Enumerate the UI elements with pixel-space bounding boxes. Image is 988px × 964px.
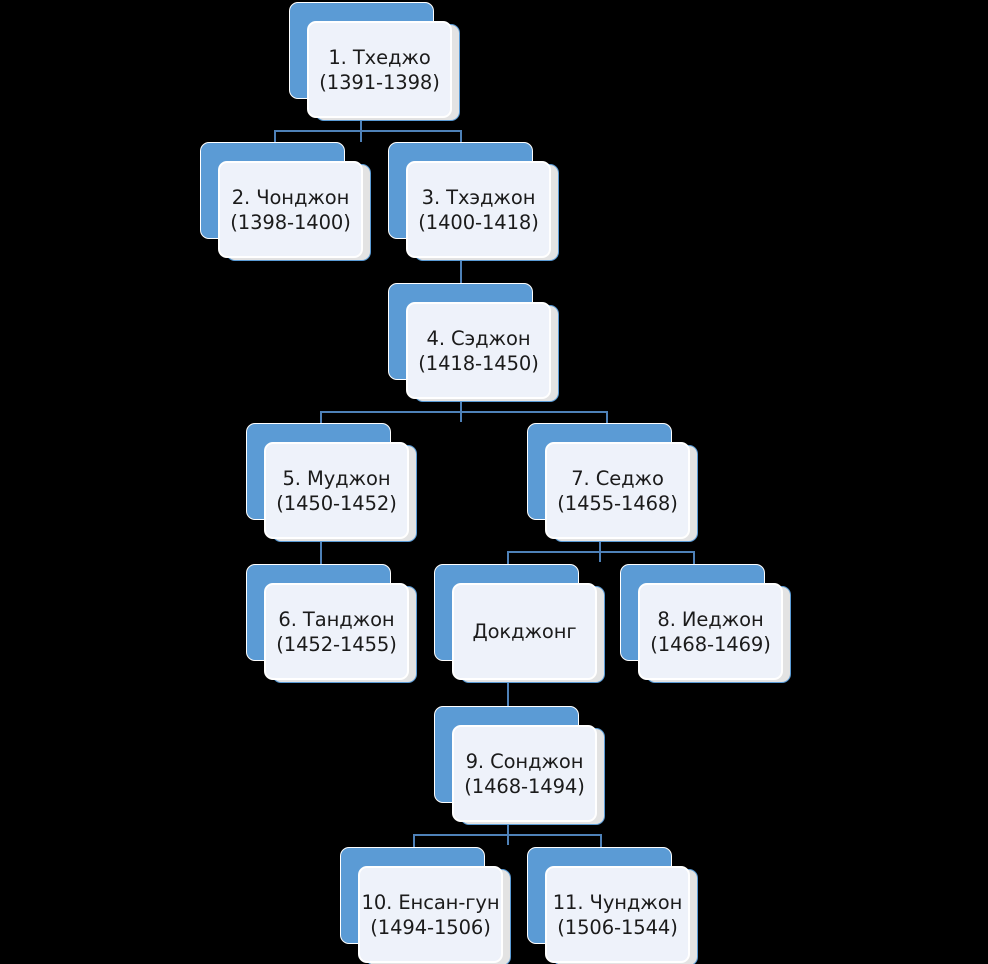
node-name-label: 5. Муджон (282, 466, 391, 490)
node-reign-label: (1452-1455) (276, 632, 397, 656)
node-name-label: 6. Танджон (278, 607, 395, 631)
connector-line (320, 540, 322, 566)
connector-line (413, 834, 415, 849)
node-name-label: 9. Сонджон (465, 749, 584, 773)
node-name-label: 7. Седжо (571, 466, 664, 490)
node-reign-label: (1468-1469) (650, 632, 771, 656)
node-name-label: 11. Чунджон (552, 890, 683, 914)
node-card[interactable]: 1. Тхеджо(1391-1398) (307, 21, 452, 118)
connector-line (507, 681, 509, 708)
node-reign-label: (1494-1506) (370, 915, 491, 939)
node-reign-label: (1391-1398) (319, 70, 440, 94)
connector-line (460, 130, 462, 144)
node-name-label: 8. Иеджон (657, 607, 764, 631)
node-card[interactable]: 7. Седжо(1455-1468) (545, 442, 690, 539)
node-name-label: 3. Тхэджон (421, 185, 536, 209)
node-card[interactable]: 9. Сонджон(1468-1494) (452, 725, 597, 822)
connector-line (507, 551, 694, 553)
node-reign-label: (1418-1450) (418, 351, 539, 375)
connector-line (507, 551, 509, 566)
node-reign-label: (1400-1418) (418, 210, 539, 234)
node-card[interactable]: 5. Муджон(1450-1452) (264, 442, 409, 539)
node-reign-label: (1455-1468) (557, 491, 678, 515)
node-card[interactable]: 10. Енсан-гун(1494-1506) (358, 866, 503, 963)
connector-line (320, 411, 322, 425)
node-reign-label: (1506-1544) (557, 915, 678, 939)
node-reign-label: (1468-1494) (464, 774, 585, 798)
connector-line (274, 130, 462, 132)
node-card[interactable]: 11. Чунджон(1506-1544) (545, 866, 690, 963)
node-card[interactable]: 8. Иеджон(1468-1469) (638, 583, 783, 680)
node-name-label: 10. Енсан-гун (361, 890, 500, 914)
node-card[interactable]: 6. Танджон(1452-1455) (264, 583, 409, 680)
node-name-label: 4. Сэджон (426, 326, 531, 350)
node-name-label: Докджонг (472, 619, 577, 643)
node-card[interactable]: 3. Тхэджон(1400-1418) (406, 161, 551, 258)
node-name-label: 2. Чонджон (231, 185, 350, 209)
connector-line (320, 411, 607, 413)
connector-line (606, 411, 608, 425)
node-name-label: 1. Тхеджо (328, 45, 431, 69)
node-card[interactable]: Докджонг (452, 583, 597, 680)
node-reign-label: (1450-1452) (276, 491, 397, 515)
node-reign-label: (1398-1400) (230, 210, 351, 234)
node-card[interactable]: 4. Сэджон(1418-1450) (406, 302, 551, 399)
node-card[interactable]: 2. Чонджон(1398-1400) (218, 161, 363, 258)
connector-line (693, 551, 695, 566)
connector-line (413, 834, 601, 836)
connector-line (460, 259, 462, 285)
connector-line (274, 130, 276, 144)
connector-line (600, 834, 602, 849)
